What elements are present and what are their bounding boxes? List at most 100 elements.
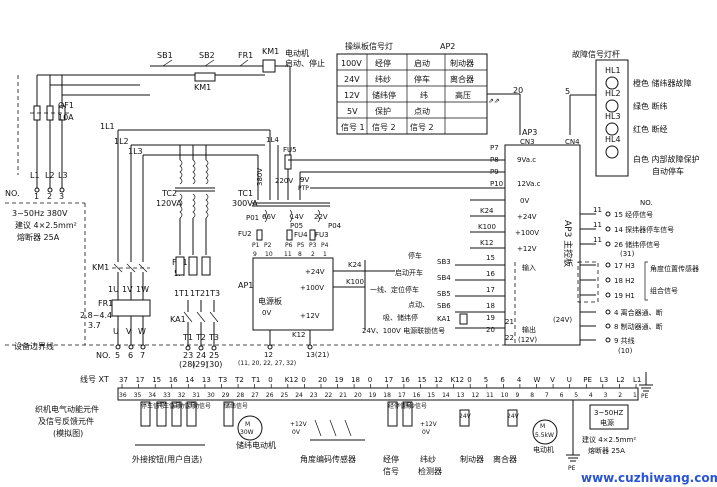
panel-cell: 启动 bbox=[414, 58, 430, 68]
input-start: 启动开车 bbox=[395, 268, 423, 277]
pin-19: 19 bbox=[486, 314, 495, 322]
ap3-k24: K24 bbox=[480, 207, 494, 215]
fault-lamp-pole: 故障信号灯杆 HL1 HL2 HL3 HL4 橙色 储纬器故障 绿色 断纬 红色… bbox=[565, 49, 700, 177]
input-jog: 点动、 bbox=[408, 300, 429, 309]
terminal-1v: 1V bbox=[122, 285, 133, 294]
terminal-1t1: 1T1 bbox=[174, 289, 189, 298]
terminal-t1: T1 bbox=[182, 333, 193, 342]
encoder-12v: +12V bbox=[290, 421, 308, 428]
terminal-28: (28) bbox=[179, 360, 195, 369]
ap1-12v: +12V bbox=[300, 312, 320, 320]
v9-label: 9V bbox=[300, 176, 309, 184]
terminal-number: 6 bbox=[560, 392, 564, 399]
angle-sensor-label-2: 组合信号 bbox=[650, 286, 678, 295]
ap3-input-label: 输入 bbox=[522, 263, 536, 272]
panel-cell: 纬 bbox=[420, 90, 428, 100]
terminal-number: 2 bbox=[618, 392, 622, 399]
encoder-0v: 0V bbox=[292, 429, 301, 436]
bottom-note-2: 及信号反馈元件 bbox=[38, 416, 94, 426]
terminal-number: 12 bbox=[472, 392, 480, 399]
wire-number: T2 bbox=[234, 376, 244, 384]
v66-label: 66V bbox=[262, 213, 276, 221]
lamp-3-desc: 红色 断经 bbox=[633, 124, 668, 134]
v14-label: 14V bbox=[290, 213, 304, 221]
km1-control-circuit: SB1 SB2 FR1 KM1 KM1 电动机 启动、停止 bbox=[150, 47, 325, 160]
detector-0v: 0V bbox=[422, 429, 431, 436]
wire-number: 5 bbox=[484, 376, 488, 384]
signal-panel-ap2: 操纵板信号灯 AP2 100V 经停 启动 制动器 24V 纬纱 停车 离合器 … bbox=[336, 41, 523, 135]
ap3-label: AP3 bbox=[522, 128, 537, 137]
wire-number: 19 bbox=[335, 376, 344, 384]
panel-cell: 离合器 bbox=[450, 74, 474, 84]
ap1-0v: 0V bbox=[262, 309, 271, 317]
ap3-12v: +12V bbox=[517, 245, 537, 253]
ap3-12v-label: (12V) bbox=[518, 336, 537, 344]
km1-aux-label: KM1 bbox=[194, 83, 211, 92]
right-no-label: NO. bbox=[640, 199, 653, 207]
terminal-1t2: 1T2 bbox=[190, 289, 205, 298]
fr1-range: 2.8~4.4 bbox=[80, 311, 112, 320]
wire-number: 37 bbox=[119, 376, 128, 384]
wire-number: 20 bbox=[318, 376, 327, 384]
btn-start: 开车信号 bbox=[157, 402, 181, 410]
wire-number: 14 bbox=[185, 376, 194, 384]
p-num-1: 1 bbox=[323, 251, 327, 258]
ka1-switch-label: KA1 bbox=[437, 315, 451, 323]
l1-label: L1 bbox=[30, 171, 40, 180]
ap3-title: AP3 主控板 bbox=[562, 220, 574, 267]
panel-cell: 信号 1 bbox=[341, 122, 365, 132]
ap1-bottom-12: 12 bbox=[264, 351, 273, 359]
l3-label: L3 bbox=[58, 171, 68, 180]
terminal-number: 9 bbox=[516, 392, 520, 399]
main-motor-spec: 5.5kW bbox=[535, 432, 554, 439]
ap1-k12: K12 bbox=[292, 331, 306, 339]
output-brake: 8 制动器通、断 bbox=[614, 322, 663, 331]
terminal-5: 5 bbox=[115, 351, 120, 360]
pin-21: 21 bbox=[505, 318, 514, 326]
wire-number: 16 bbox=[401, 376, 410, 384]
terminal-1t3: 1T3 bbox=[205, 289, 220, 298]
ap3-output-label: 输出 bbox=[522, 325, 536, 334]
wire-20: 20 bbox=[513, 86, 523, 95]
wire-number: 0 bbox=[301, 376, 305, 384]
output-weft-stop: 26 储纬停信号 bbox=[614, 240, 660, 249]
wire-number: 15 bbox=[152, 376, 161, 384]
terminal-number: 23 bbox=[310, 392, 318, 399]
terminal-number: 32 bbox=[178, 392, 186, 399]
sb1-label: SB1 bbox=[157, 51, 173, 60]
bottom-note-3: (模拟图) bbox=[53, 428, 83, 438]
terminal-number: 34 bbox=[148, 392, 156, 399]
weft-signal: 纬纱信号 bbox=[403, 402, 427, 410]
power-input-section: QF1 10A L1 L2 L3 NO. 1 2 3 3~50Hz 380V 建… bbox=[5, 74, 510, 360]
lamp-4-desc: 白色 内部故障保护 bbox=[633, 154, 700, 164]
terminal-number: 16 bbox=[413, 392, 421, 399]
v220-label: 220V bbox=[275, 177, 293, 185]
output-clutch: 4 离合器通、断 bbox=[614, 308, 663, 317]
panel-cell: 信号 2 bbox=[410, 122, 434, 132]
right-pin-11: 11 bbox=[593, 206, 602, 214]
terminal-1: 1 bbox=[34, 192, 39, 201]
sb2-label: SB2 bbox=[199, 51, 215, 60]
p01-label: P01 bbox=[246, 214, 259, 222]
pin-p8: P8 bbox=[490, 156, 499, 164]
lamp-hl1: HL1 bbox=[605, 66, 621, 75]
terminal-1u: 1U bbox=[108, 285, 119, 294]
terminal-number: 28 bbox=[237, 392, 245, 399]
cn4-label: CN4 bbox=[565, 138, 580, 146]
motor-m: M bbox=[245, 421, 250, 428]
wire-number: 16 bbox=[169, 376, 178, 384]
pin-20: 20 bbox=[486, 326, 495, 334]
supply-voltage: 3~50Hz 380V bbox=[12, 209, 68, 218]
p-num-9: 9 bbox=[253, 251, 257, 258]
fr1-label: FR1 bbox=[98, 299, 113, 308]
terminal-number: 20 bbox=[354, 392, 362, 399]
ap1-k100: K100 bbox=[346, 278, 364, 286]
pin-17: 17 bbox=[486, 286, 495, 294]
clutch-kc: 24V bbox=[507, 413, 520, 420]
brake-label: 制动器 bbox=[460, 454, 484, 464]
ap3-24v-label: (24V) bbox=[553, 316, 572, 324]
p-pin-3: P3 bbox=[309, 242, 317, 249]
wire-number: T3 bbox=[218, 376, 228, 384]
encoder-label: 角度编码传感器 bbox=[300, 454, 356, 464]
terminal-2: 2 bbox=[47, 192, 52, 201]
